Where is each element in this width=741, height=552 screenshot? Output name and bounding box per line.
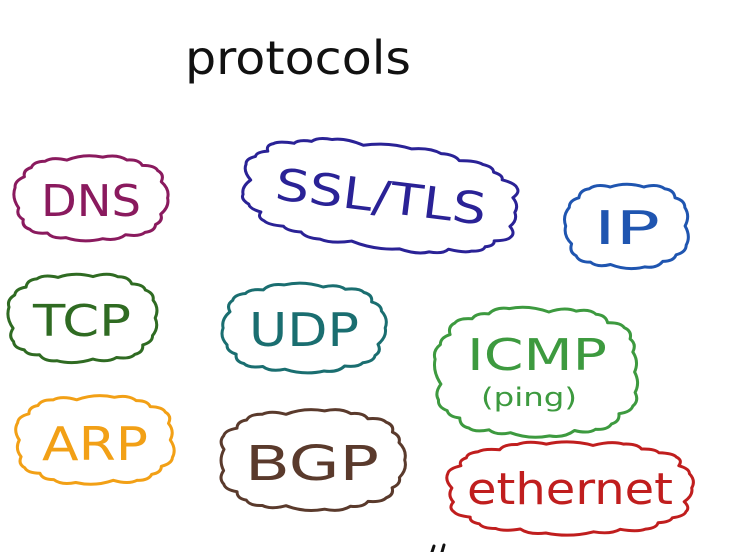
bubble-outline [240,136,520,255]
protocol-label: TCP [32,296,131,347]
protocol-label: IP [594,201,660,255]
protocol-label: ICMP [467,330,607,381]
protocol-sublabel: (ping) [481,383,577,413]
bubble-outline [220,281,388,375]
cutoff-scribble [430,543,446,552]
diagram-title: protocols [185,31,411,85]
protocol-label: ethernet [467,464,673,515]
protocol-label: SSL/TLS [272,159,489,235]
bubble-outline [14,394,176,486]
bubble-outline [563,182,690,271]
protocol-label: DNS [41,176,141,227]
protocol-bubble-tcp: TCP [6,272,159,365]
protocol-bubble-bgp: BGP [219,408,407,512]
protocol-bubble-ethernet: ethernet [445,440,695,537]
bubble-outline [432,305,640,439]
bubble-outline [6,272,159,365]
bubble-outline [445,440,695,537]
protocol-bubble-arp: ARP [14,394,176,486]
protocol-bubble-ip: IP [563,182,690,271]
protocol-label: ARP [42,417,148,471]
protocol-bubble-icmp: ICMP(ping) [432,305,640,439]
protocol-bubble-ssl-tls: SSL/TLS [240,136,520,255]
protocol-label: UDP [249,303,359,357]
protocol-bubble-udp: UDP [220,281,388,375]
protocol-label: BGP [245,436,379,492]
protocol-bubble-dns: DNS [12,154,170,243]
bubble-outline [219,408,407,512]
bubble-outline [12,154,170,243]
